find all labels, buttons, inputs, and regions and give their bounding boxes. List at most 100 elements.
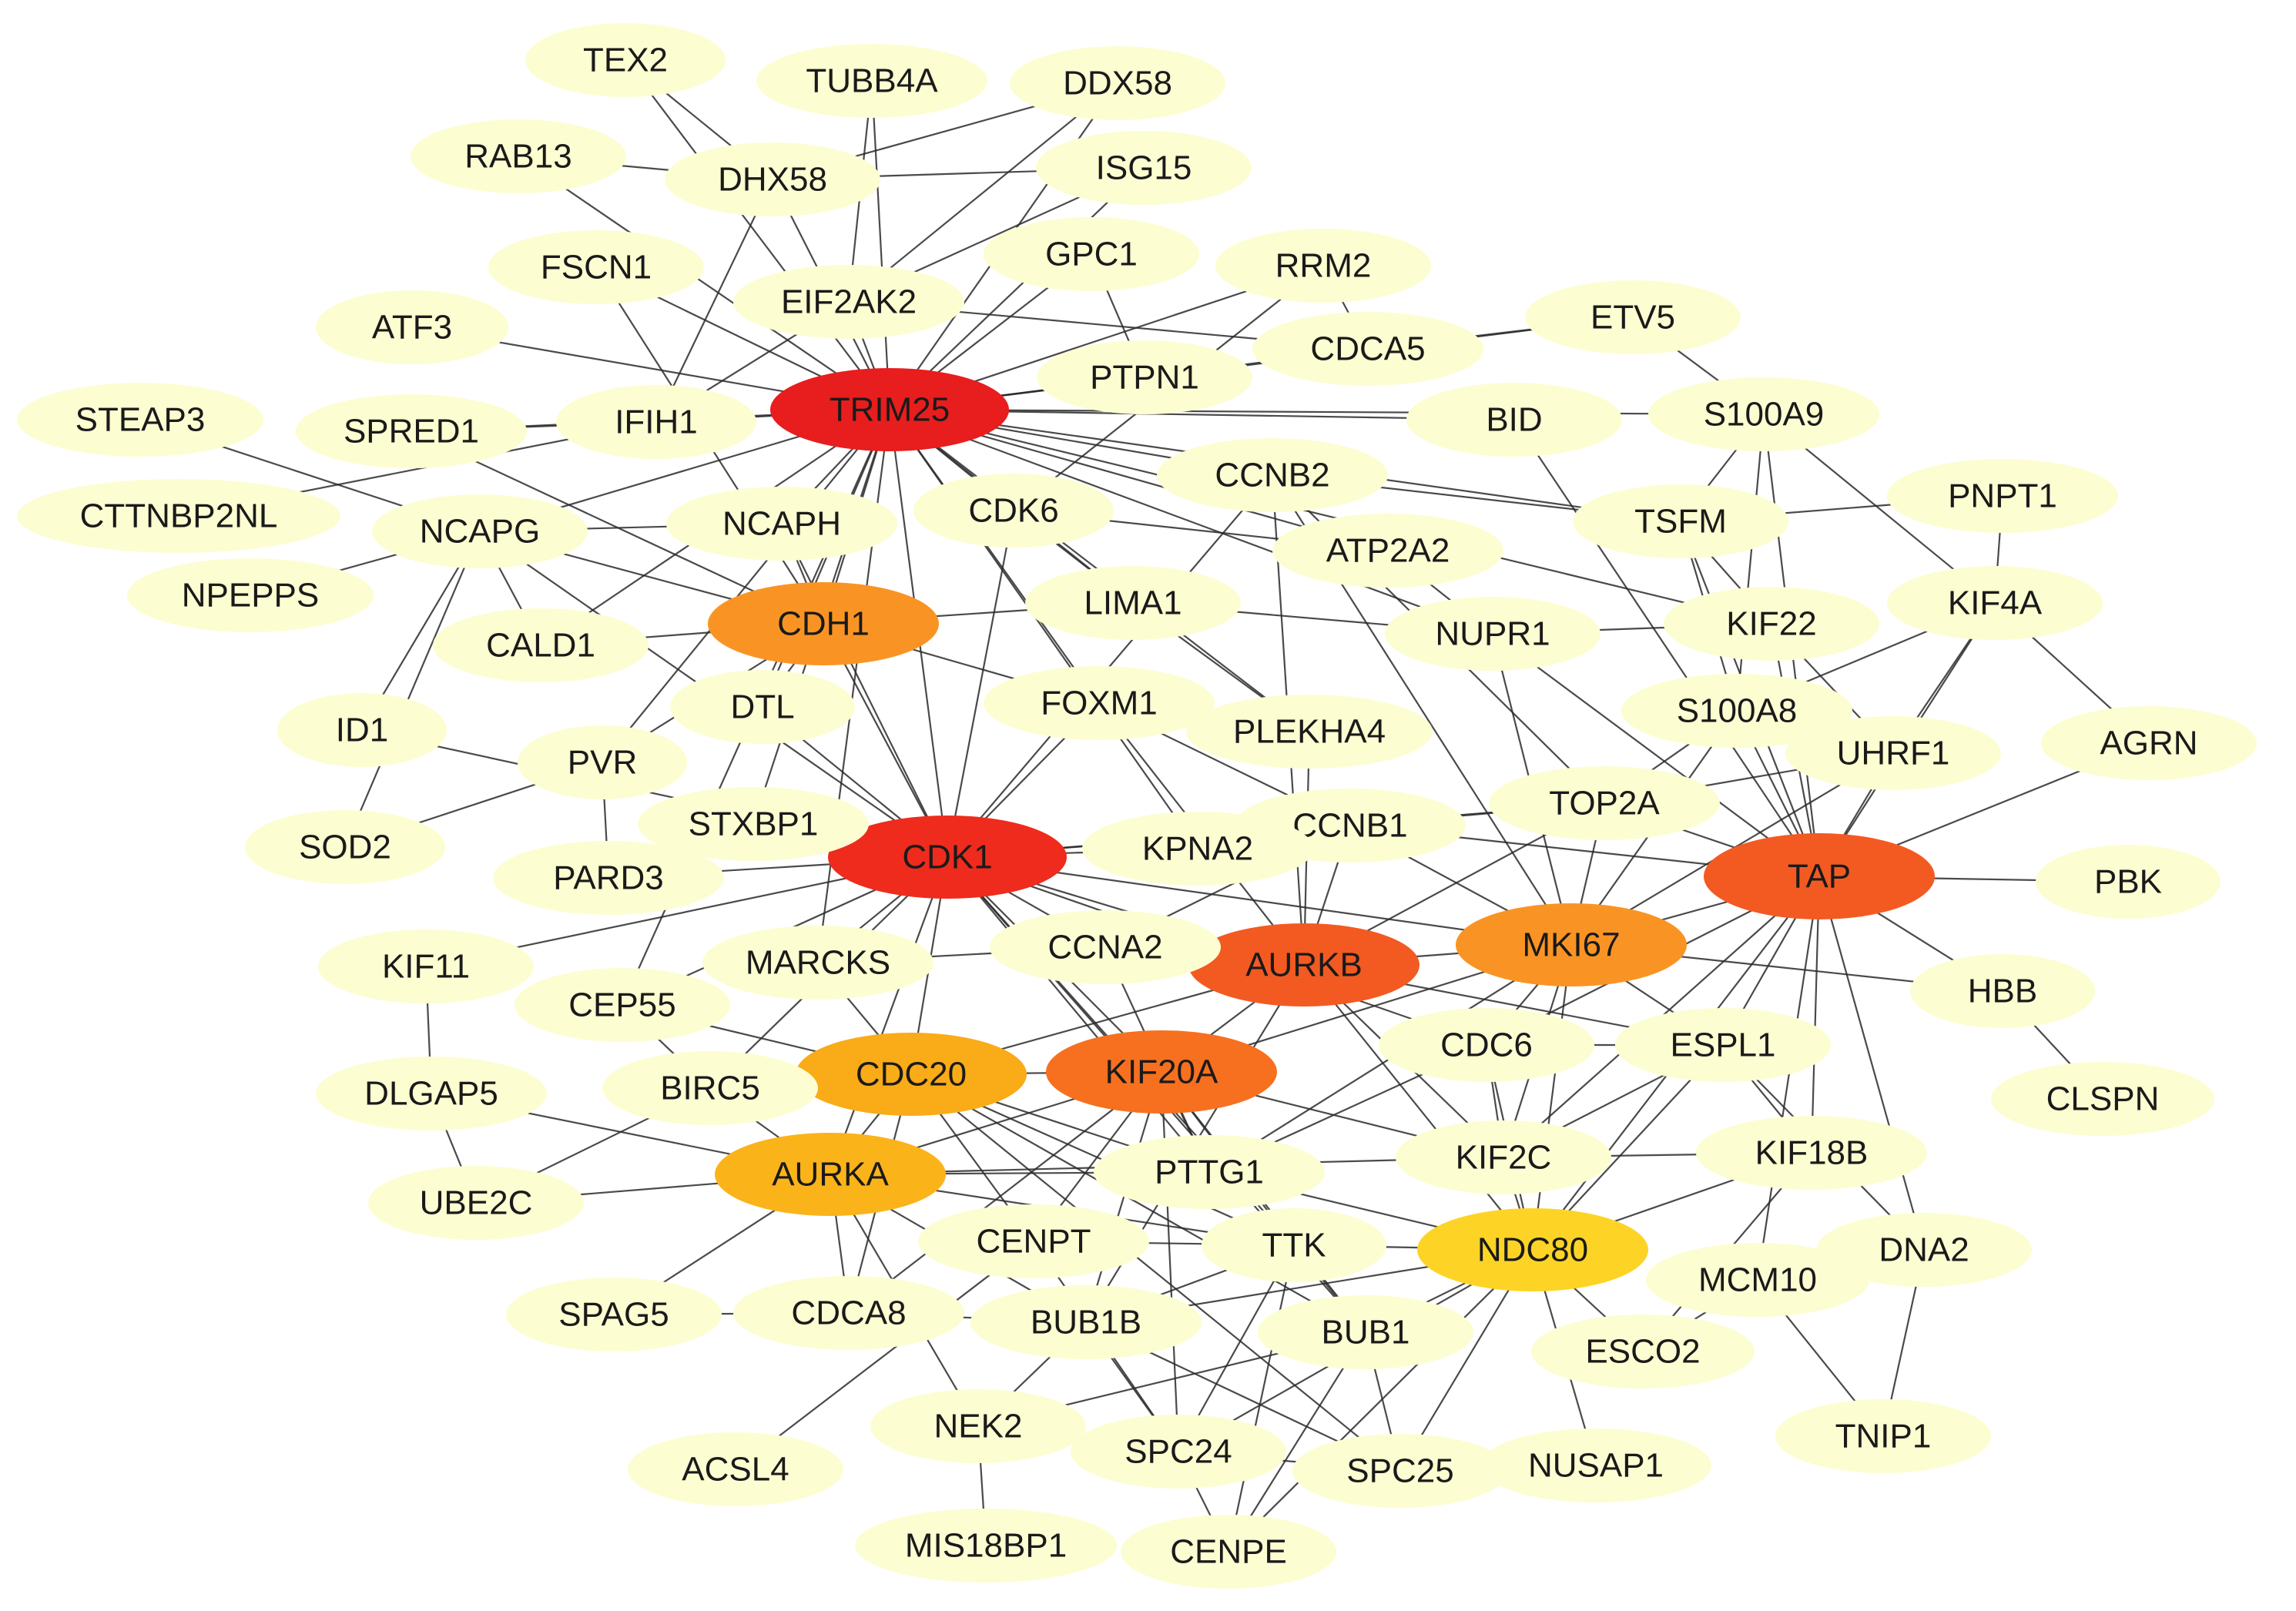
edge-ndc80-cenpe xyxy=(1228,1249,1533,1552)
node-kpna2[interactable]: KPNA2 xyxy=(1082,812,1313,886)
node-cenpe[interactable]: CENPE xyxy=(1121,1515,1336,1589)
node-rab13[interactable]: RAB13 xyxy=(411,119,626,193)
node-kif22[interactable]: KIF22 xyxy=(1664,587,1879,661)
node-ube2c[interactable]: UBE2C xyxy=(368,1166,584,1240)
node-marcks[interactable]: MARCKS xyxy=(702,926,933,1000)
edge-trim25-tubb4a xyxy=(870,80,891,410)
node-ttk[interactable]: TTK xyxy=(1202,1208,1386,1282)
node-trim25[interactable]: TRIM25 xyxy=(770,368,1009,451)
node-uhrf1[interactable]: UHRF1 xyxy=(1785,716,2001,790)
node-cttnbp2nl[interactable]: CTTNBP2NL xyxy=(17,479,340,553)
node-birc5[interactable]: BIRC5 xyxy=(602,1051,818,1125)
node-stxbp1[interactable]: STXBP1 xyxy=(638,787,869,861)
node-bid[interactable]: BID xyxy=(1406,383,1622,457)
node-bub1[interactable]: BUB1 xyxy=(1258,1295,1473,1369)
node-dlgap5[interactable]: DLGAP5 xyxy=(316,1057,547,1130)
node-dhx58[interactable]: DHX58 xyxy=(665,142,880,216)
node-plekha4[interactable]: PLEKHA4 xyxy=(1186,695,1433,769)
node-cdk1[interactable]: CDK1 xyxy=(828,816,1067,899)
node-mis18bp1[interactable]: MIS18BP1 xyxy=(855,1509,1117,1583)
node-ellipse xyxy=(368,1166,584,1240)
node-cdh1[interactable]: CDH1 xyxy=(708,582,939,665)
node-spag5[interactable]: SPAG5 xyxy=(506,1278,722,1351)
node-id1[interactable]: ID1 xyxy=(277,693,447,767)
node-cep55[interactable]: CEP55 xyxy=(515,968,730,1042)
node-kif4a[interactable]: KIF4A xyxy=(1887,566,2103,640)
node-s100a8[interactable]: S100A8 xyxy=(1621,674,1852,748)
node-etv5[interactable]: ETV5 xyxy=(1525,280,1741,354)
node-ccna2[interactable]: CCNA2 xyxy=(990,910,1221,984)
node-nusap1[interactable]: NUSAP1 xyxy=(1480,1428,1711,1502)
node-kif2c[interactable]: KIF2C xyxy=(1396,1120,1611,1194)
node-ellipse xyxy=(1379,1008,1594,1082)
node-foxm1[interactable]: FOXM1 xyxy=(984,666,1215,740)
node-atp2a2[interactable]: ATP2A2 xyxy=(1272,514,1503,588)
node-ellipse xyxy=(708,582,939,665)
node-dna2[interactable]: DNA2 xyxy=(1816,1213,2032,1287)
node-sod2[interactable]: SOD2 xyxy=(245,810,445,884)
node-nupr1[interactable]: NUPR1 xyxy=(1385,597,1600,671)
node-isg15[interactable]: ISG15 xyxy=(1036,131,1252,205)
node-spc25[interactable]: SPC25 xyxy=(1292,1434,1508,1508)
node-tex2[interactable]: TEX2 xyxy=(525,23,726,97)
node-cdc6[interactable]: CDC6 xyxy=(1379,1008,1594,1082)
node-aurkb[interactable]: AURKB xyxy=(1188,923,1419,1006)
node-cdk6[interactable]: CDK6 xyxy=(913,474,1114,548)
node-ndc80[interactable]: NDC80 xyxy=(1417,1208,1648,1291)
node-hbb[interactable]: HBB xyxy=(1910,954,2095,1028)
node-gpc1[interactable]: GPC1 xyxy=(984,217,1199,291)
node-top2a[interactable]: TOP2A xyxy=(1489,766,1720,840)
node-mki67[interactable]: MKI67 xyxy=(1456,903,1687,986)
node-fscn1[interactable]: FSCN1 xyxy=(488,230,704,304)
node-label: TTK xyxy=(1262,1227,1326,1264)
node-cdc20[interactable]: CDC20 xyxy=(796,1033,1027,1116)
node-nek2[interactable]: NEK2 xyxy=(870,1389,1086,1463)
node-steap3[interactable]: STEAP3 xyxy=(17,383,263,457)
node-label: KIF18B xyxy=(1755,1134,1869,1172)
node-tubb4a[interactable]: TUBB4A xyxy=(756,44,987,118)
node-cdca5[interactable]: CDCA5 xyxy=(1252,312,1483,386)
node-pard3[interactable]: PARD3 xyxy=(493,841,724,915)
node-ifih1[interactable]: IFIH1 xyxy=(556,385,756,459)
node-ellipse xyxy=(1573,484,1788,558)
node-kif11[interactable]: KIF11 xyxy=(318,929,534,1003)
node-rrm2[interactable]: RRM2 xyxy=(1215,229,1431,303)
node-label: DLGAP5 xyxy=(364,1075,498,1113)
node-tsfm[interactable]: TSFM xyxy=(1573,484,1788,558)
node-cenpt[interactable]: CENPT xyxy=(918,1204,1149,1278)
node-clspn[interactable]: CLSPN xyxy=(1991,1062,2214,1136)
node-mcm10[interactable]: MCM10 xyxy=(1646,1243,1869,1317)
node-pnpt1[interactable]: PNPT1 xyxy=(1887,459,2118,533)
node-tnip1[interactable]: TNIP1 xyxy=(1775,1399,1991,1473)
node-pvr[interactable]: PVR xyxy=(518,725,687,799)
node-kif20a[interactable]: KIF20A xyxy=(1046,1030,1277,1114)
node-npepps[interactable]: NPEPPS xyxy=(127,558,374,632)
node-spc24[interactable]: SPC24 xyxy=(1071,1415,1286,1489)
node-cald1[interactable]: CALD1 xyxy=(433,608,649,682)
node-bub1b[interactable]: BUB1B xyxy=(970,1285,1202,1359)
node-esco2[interactable]: ESCO2 xyxy=(1531,1315,1755,1388)
node-pttg1[interactable]: PTTG1 xyxy=(1094,1135,1325,1209)
node-kif18b[interactable]: KIF18B xyxy=(1696,1116,1927,1190)
node-ncapg[interactable]: NCAPG xyxy=(372,494,588,568)
node-dtl[interactable]: DTL xyxy=(670,670,855,744)
node-ellipse xyxy=(670,670,855,744)
node-acsl4[interactable]: ACSL4 xyxy=(628,1432,843,1506)
node-ptpn1[interactable]: PTPN1 xyxy=(1037,340,1252,414)
node-lima1[interactable]: LIMA1 xyxy=(1025,566,1241,640)
node-cdca8[interactable]: CDCA8 xyxy=(733,1276,964,1350)
node-agrn[interactable]: AGRN xyxy=(2041,706,2257,780)
node-ncaph[interactable]: NCAPH xyxy=(666,487,897,561)
node-s100a9[interactable]: S100A9 xyxy=(1648,377,1879,451)
node-eif2ak2[interactable]: EIF2AK2 xyxy=(733,265,964,339)
node-tap[interactable]: TAP xyxy=(1704,833,1935,919)
node-ccnb2[interactable]: CCNB2 xyxy=(1157,438,1388,512)
node-aurka[interactable]: AURKA xyxy=(715,1133,946,1216)
node-spred1[interactable]: SPRED1 xyxy=(296,394,527,468)
node-pbk[interactable]: PBK xyxy=(2036,845,2221,919)
node-ddx58[interactable]: DDX58 xyxy=(1010,46,1225,120)
node-atf3[interactable]: ATF3 xyxy=(316,290,508,364)
node-label: SPRED1 xyxy=(344,413,479,450)
node-espl1[interactable]: ESPL1 xyxy=(1615,1008,1831,1082)
node-ellipse xyxy=(1396,1120,1611,1194)
